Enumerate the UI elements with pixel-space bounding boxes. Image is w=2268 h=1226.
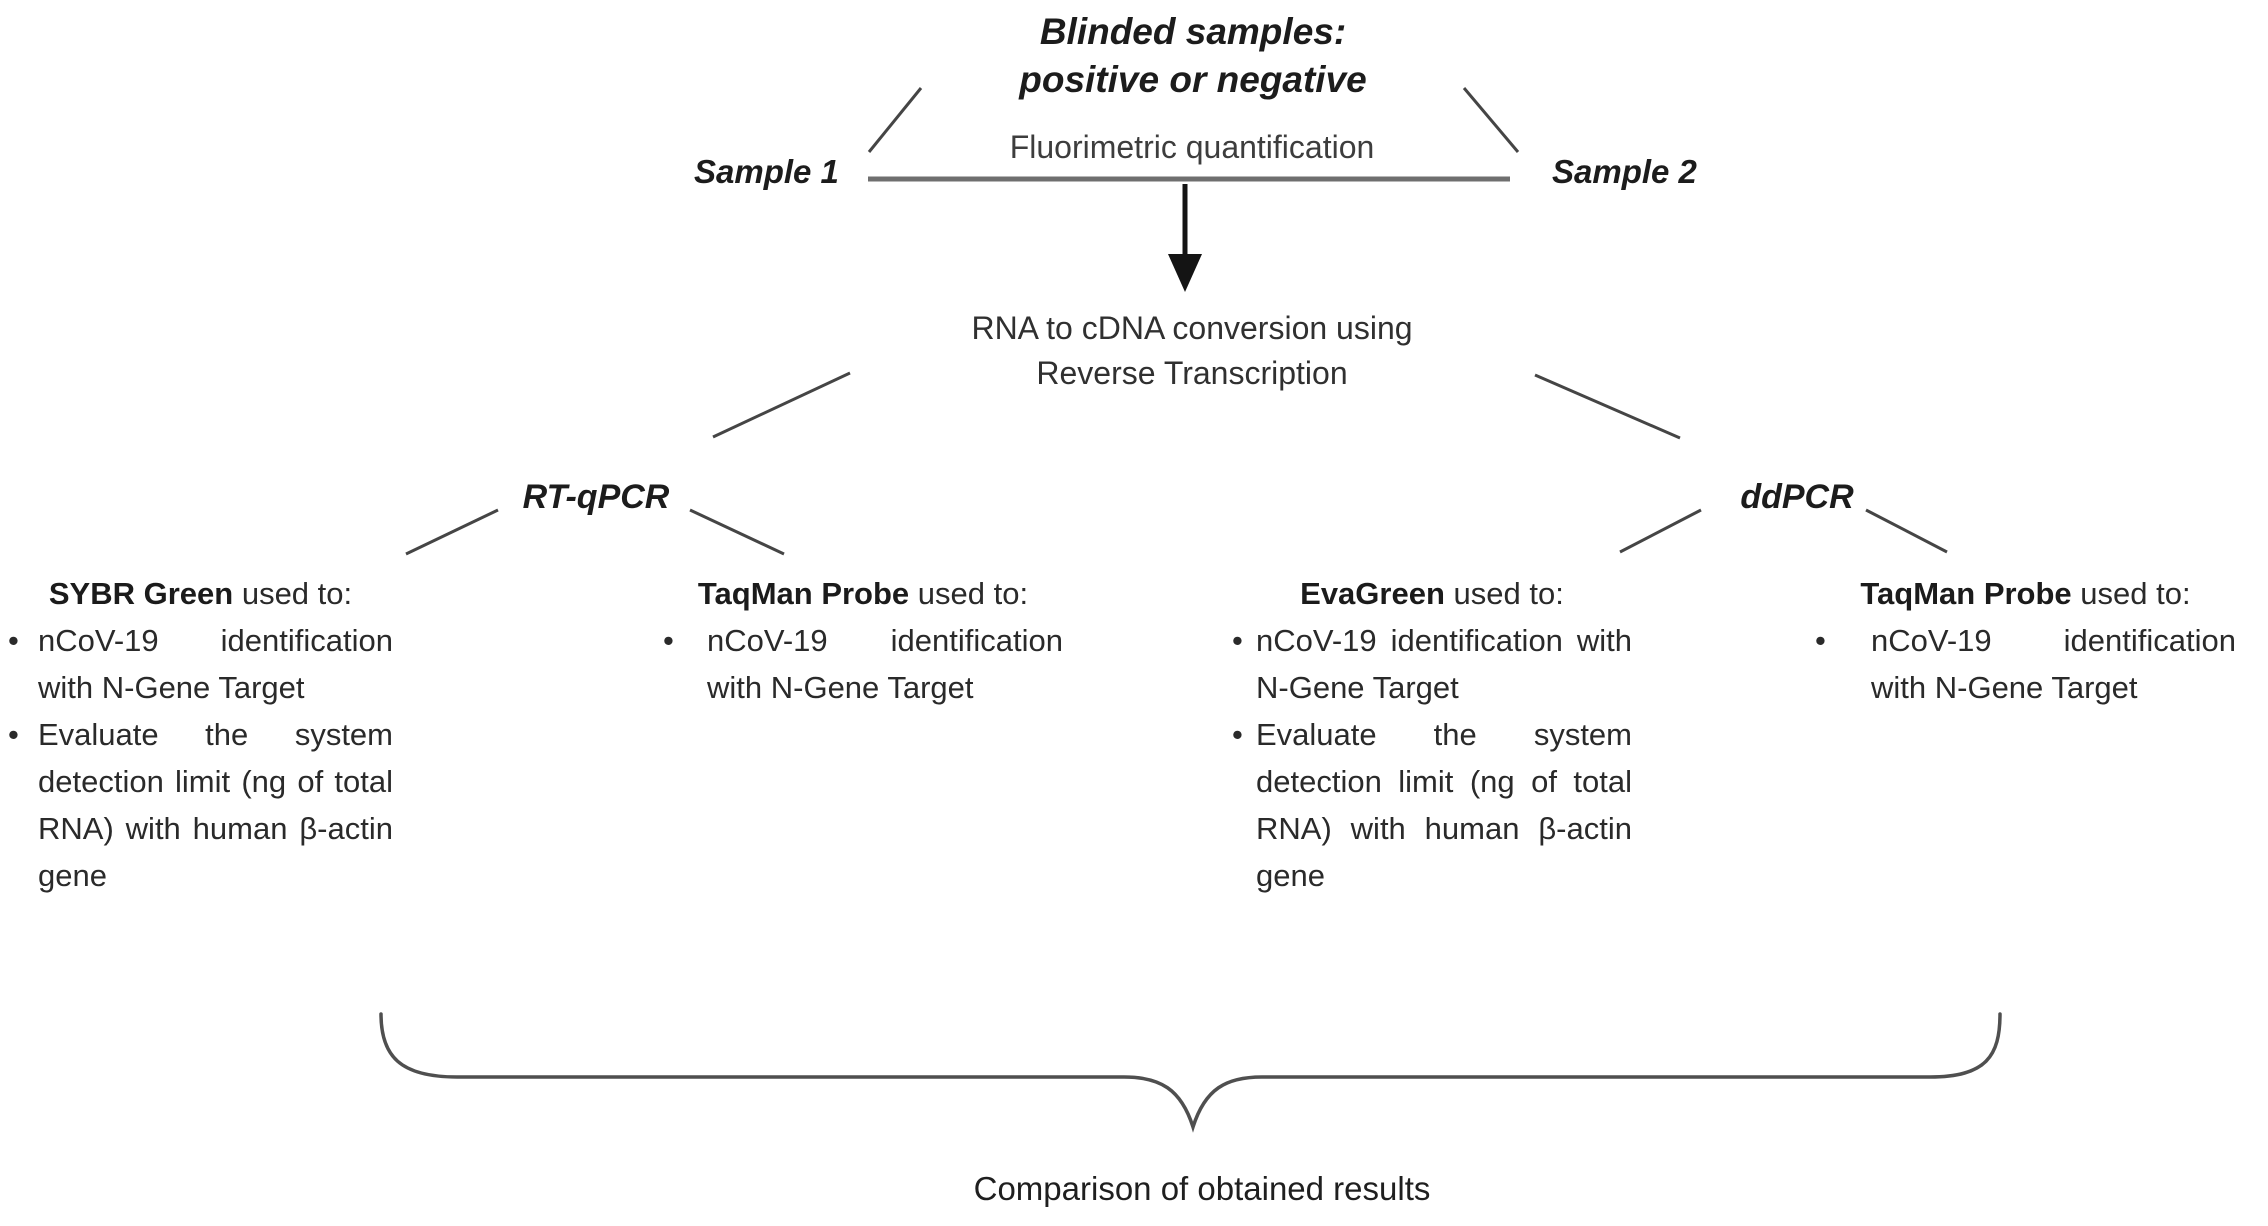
connector-ddpcr-to-taqman xyxy=(1865,508,1948,554)
list-item: • nCoV-19 identification with N-Gene Tar… xyxy=(1232,617,1632,711)
bullet-dot: • xyxy=(663,623,674,658)
column-heading: TaqMan Probe used to: xyxy=(663,570,1063,617)
bullet-text: Evaluate the system detection limit (ng … xyxy=(1256,717,1632,893)
bullet-text: Evaluate the system detection limit (ng … xyxy=(38,717,393,893)
blinded-samples-title-line1: Blinded samples: xyxy=(1039,11,1347,52)
comparison-caption: Comparison of obtained results xyxy=(973,1170,1431,1207)
connector-rtqpcr-to-taqman xyxy=(689,508,785,556)
ddpcr-label: ddPCR xyxy=(1740,478,1854,516)
column-heading: TaqMan Probe used to: xyxy=(1815,570,2236,617)
bullet-dot: • xyxy=(1232,717,1243,752)
bullet-text: nCoV-19 identification with N-Gene Targe… xyxy=(1256,623,1632,705)
connector-conversion-to-ddpcr xyxy=(1534,373,1681,440)
column-sybr-green: SYBR Green used to: • nCoV-19 identifica… xyxy=(8,570,393,899)
column-heading-bold: EvaGreen xyxy=(1300,576,1445,611)
column-heading-rest: used to: xyxy=(2080,576,2191,611)
connector-title-to-sample2 xyxy=(1462,87,1520,153)
conversion-label: RNA to cDNA conversion using Reverse Tra… xyxy=(932,306,1452,396)
bullet-dot: • xyxy=(8,623,19,658)
column-taqman-left: TaqMan Probe used to: • nCoV-19 identifi… xyxy=(663,570,1063,711)
column-heading-rest: used to: xyxy=(241,576,353,611)
bullet-dot: • xyxy=(1815,623,1826,658)
down-arrow-head xyxy=(1168,254,1202,292)
column-heading-bold: SYBR Green xyxy=(48,576,234,611)
connector-rtqpcr-to-sybr xyxy=(405,508,499,556)
conversion-label-line2: Reverse Transcription xyxy=(1036,355,1348,391)
column-heading: EvaGreen used to: xyxy=(1232,570,1632,617)
list-item: • Evaluate the system detection limit (n… xyxy=(8,711,393,899)
brace xyxy=(379,1012,2002,1133)
fluorimetric-quantification-label: Fluorimetric quantification xyxy=(1009,129,1375,165)
rt-qpcr-label: RT-qPCR xyxy=(522,478,670,516)
column-heading-bold: TaqMan Probe xyxy=(697,576,910,611)
connector-title-to-sample1 xyxy=(867,87,923,153)
column-evagreen: EvaGreen used to: • nCoV-19 identificati… xyxy=(1232,570,1632,899)
list-item: • nCoV-19 identification with N-Gene Tar… xyxy=(1815,617,2236,711)
column-heading-rest: used to: xyxy=(917,576,1029,611)
blinded-samples-title: Blinded samples: positive or negative xyxy=(923,8,1463,104)
connector-ddpcr-to-evagreen xyxy=(1619,508,1702,554)
bullet-dot: • xyxy=(1232,623,1243,658)
bullet-text: nCoV-19 identification with N-Gene Targe… xyxy=(1871,623,2236,705)
conversion-label-line1: RNA to cDNA conversion using xyxy=(971,310,1413,346)
connector-conversion-to-rtqpcr xyxy=(712,371,851,439)
sample-2-label: Sample 2 xyxy=(1552,153,1697,190)
column-heading-bold: TaqMan Probe xyxy=(1860,576,2072,611)
blinded-samples-title-line2: positive or negative xyxy=(1019,59,1367,100)
sample-1-label: Sample 1 xyxy=(694,153,839,190)
list-item: • Evaluate the system detection limit (n… xyxy=(1232,711,1632,899)
column-heading: SYBR Green used to: xyxy=(8,570,393,617)
list-item: • nCoV-19 identification with N-Gene Tar… xyxy=(8,617,393,711)
column-heading-rest: used to: xyxy=(1453,576,1564,611)
bullet-text: nCoV-19 identification with N-Gene Targe… xyxy=(38,623,393,705)
bullet-text: nCoV-19 identification with N-Gene Targe… xyxy=(707,623,1063,705)
column-taqman-right: TaqMan Probe used to: • nCoV-19 identifi… xyxy=(1815,570,2236,711)
bullet-dot: • xyxy=(8,717,19,752)
list-item: • nCoV-19 identification with N-Gene Tar… xyxy=(663,617,1063,711)
